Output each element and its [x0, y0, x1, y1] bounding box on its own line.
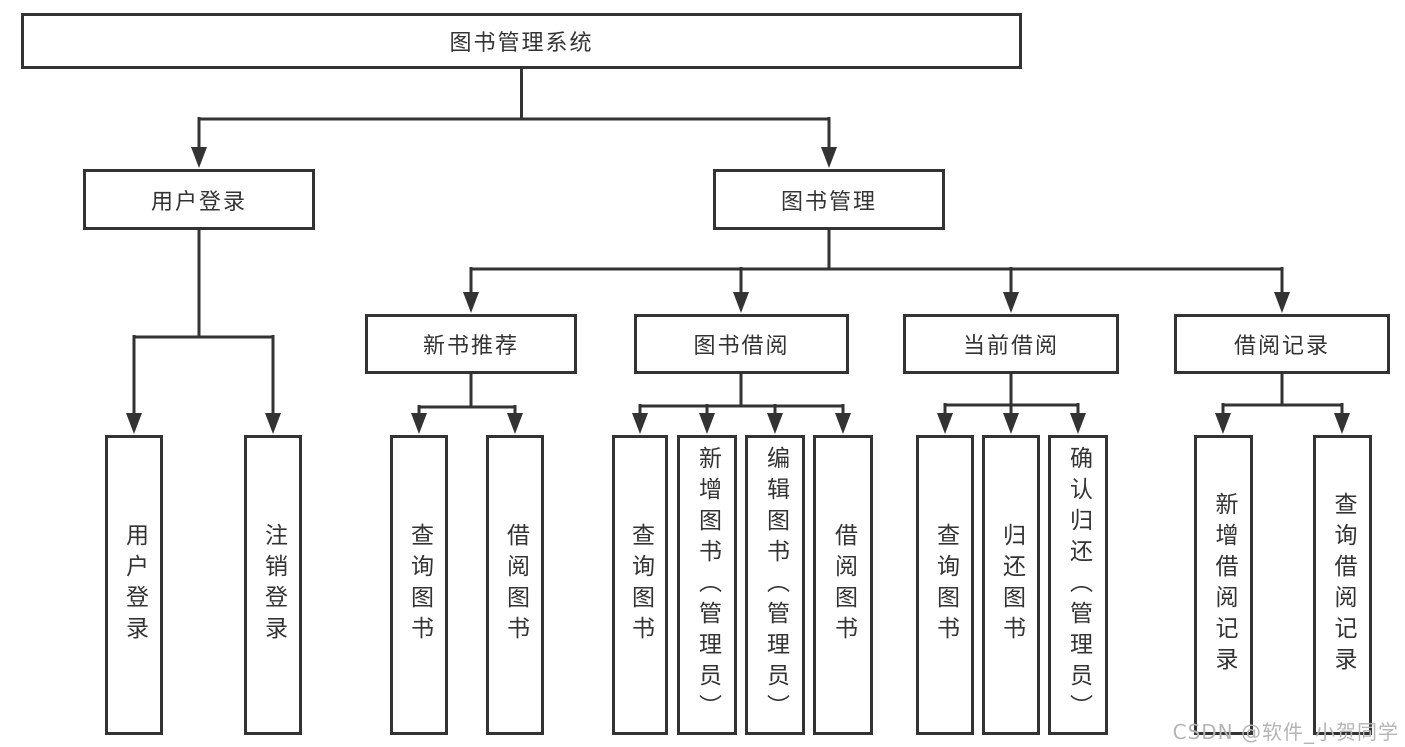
node-root: 图书管理系统	[21, 13, 1022, 69]
leaf-query-borrow-record: 查询借阅记录	[1313, 435, 1372, 735]
arrowhead-icon	[632, 413, 648, 434]
node-book-management-label: 图书管理	[780, 189, 877, 215]
leaf-query-books-recommend-label: 查询图书	[406, 523, 433, 647]
arrowhead-icon	[1274, 292, 1290, 313]
node-book-management: 图书管理	[713, 169, 945, 230]
arrowhead-icon	[699, 413, 715, 434]
leaf-user-login-label: 用户登录	[121, 523, 148, 647]
node-book-borrowing: 图书借阅	[634, 314, 849, 374]
node-new-book-recommend-label: 新书推荐	[422, 334, 519, 359]
arrowhead-icon	[835, 413, 851, 434]
arrowhead-icon	[265, 413, 281, 434]
node-user-login: 用户登录	[83, 169, 315, 230]
leaf-return-books: 归还图书	[982, 435, 1040, 735]
leaf-add-books-admin-label: 新增图书（管理员）	[694, 445, 721, 725]
node-book-borrowing-label: 图书借阅	[693, 334, 790, 359]
leaf-borrow-books-recommend-label: 借阅图书	[502, 523, 529, 647]
leaf-query-books-current: 查询图书	[916, 435, 974, 735]
arrowhead-icon	[821, 147, 837, 168]
leaf-borrow-books-borrowing: 借阅图书	[813, 435, 873, 735]
arrowhead-icon	[1334, 413, 1350, 434]
leaf-borrow-books-recommend: 借阅图书	[486, 435, 544, 735]
arrowhead-icon	[507, 413, 523, 434]
leaf-add-books-admin: 新增图书（管理员）	[677, 435, 737, 735]
arrowhead-icon	[191, 147, 207, 168]
node-borrowing-records-label: 借阅记录	[1233, 334, 1330, 359]
node-current-borrowing: 当前借阅	[903, 314, 1119, 374]
arrowhead-icon	[1070, 413, 1086, 434]
arrowhead-icon	[1003, 292, 1019, 313]
leaf-add-borrow-record: 新增借阅记录	[1194, 435, 1253, 735]
node-new-book-recommend: 新书推荐	[365, 314, 577, 374]
arrowhead-icon	[937, 413, 953, 434]
leaf-logout: 注销登录	[244, 435, 302, 735]
node-root-label: 图书管理系统	[449, 31, 594, 56]
arrowhead-icon	[1215, 413, 1231, 434]
leaf-return-books-label: 归还图书	[998, 523, 1025, 647]
arrowhead-icon	[126, 413, 142, 434]
arrowhead-icon	[733, 292, 749, 313]
leaf-borrow-books-borrowing-label: 借阅图书	[830, 523, 857, 647]
leaf-query-books-current-label: 查询图书	[932, 523, 959, 647]
node-current-borrowing-label: 当前借阅	[962, 334, 1059, 359]
connector-path	[132, 67, 1344, 414]
leaf-confirm-return-admin: 确认归还（管理员）	[1048, 435, 1108, 735]
arrowhead-icon	[463, 292, 479, 313]
leaf-logout-label: 注销登录	[260, 523, 287, 647]
arrowhead-icon	[411, 413, 427, 434]
node-borrowing-records: 借阅记录	[1174, 314, 1390, 374]
leaf-query-books-borrowing: 查询图书	[612, 435, 668, 735]
leaf-query-books-recommend: 查询图书	[390, 435, 448, 735]
leaf-query-borrow-record-label: 查询借阅记录	[1330, 492, 1356, 678]
arrowhead-icon	[1003, 413, 1019, 434]
leaf-user-login: 用户登录	[105, 435, 163, 735]
leaf-edit-books-admin-label: 编辑图书（管理员）	[762, 445, 789, 725]
node-user-login-label: 用户登录	[150, 189, 247, 215]
watermark: CSDN @软件_小贺同学	[1172, 720, 1399, 744]
leaf-confirm-return-admin-label: 确认归还（管理员）	[1065, 445, 1092, 725]
leaf-query-books-borrowing-label: 查询图书	[627, 523, 654, 647]
leaf-add-borrow-record-label: 新增借阅记录	[1211, 492, 1237, 678]
leaf-edit-books-admin: 编辑图书（管理员）	[745, 435, 805, 735]
arrowhead-icon	[767, 413, 783, 434]
